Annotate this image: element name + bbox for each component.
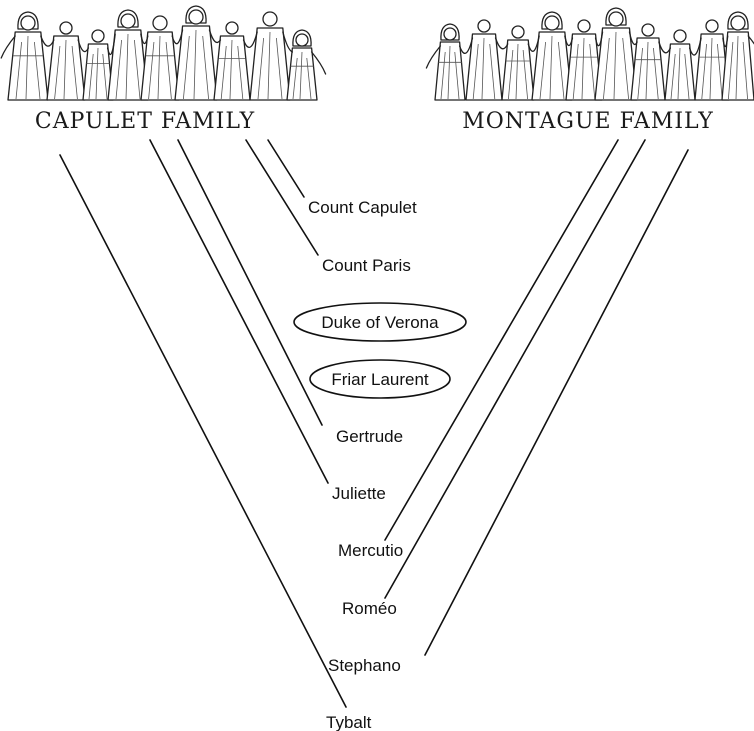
- capulet-linked-hands: [242, 31, 258, 48]
- character-gertrude: Gertrude: [336, 427, 403, 446]
- montague-family-illustration: [425, 7, 754, 101]
- capulet-figure: [249, 11, 291, 101]
- montague-outer-arm: [747, 35, 754, 45]
- capulet-figure: [7, 11, 49, 101]
- montague-figure: [531, 11, 573, 101]
- character-mercutio: Mercutio: [338, 541, 403, 560]
- montague-figure: [594, 7, 638, 101]
- capulet-linked-hands: [171, 29, 184, 45]
- connector-lines: [59, 139, 689, 708]
- montague-outer-arm: [425, 45, 442, 69]
- montague-linked-hands: [494, 37, 509, 50]
- character-count-paris: Count Paris: [322, 256, 411, 275]
- character-romeo: Roméo: [342, 599, 397, 618]
- character-list: Count Capulet Count Paris Duke of Verona…: [308, 198, 439, 731]
- capulet-outer-arm: [310, 51, 327, 75]
- montague-linked-hands: [722, 35, 729, 48]
- capulet-figure: [286, 29, 318, 101]
- montague-linked-hands: [564, 35, 574, 47]
- connector-montague-mercutio: [384, 139, 619, 541]
- montague-figure: [501, 25, 535, 101]
- duke-of-verona-oval: [293, 302, 467, 342]
- montague-linked-hands: [527, 35, 540, 52]
- capulet-family-title: CAPULET FAMILY: [35, 109, 255, 134]
- capulet-figure: [82, 29, 114, 101]
- capulet-figure: [46, 21, 86, 101]
- montague-linked-hands: [688, 37, 702, 56]
- capulet-linked-hands: [208, 29, 222, 44]
- capulet-family-illustration: [0, 5, 327, 101]
- montague-figure: [434, 23, 466, 101]
- character-tybalt: Tybalt: [326, 713, 372, 731]
- character-duke-of-verona: Duke of Verona: [321, 313, 439, 332]
- connector-capulet-tybalt: [59, 154, 347, 708]
- character-count-capulet: Count Capulet: [308, 198, 417, 217]
- connector-capulet-juliette: [149, 139, 329, 484]
- capulet-outer-arm: [0, 35, 16, 59]
- connector-capulet-count-paris: [245, 139, 319, 256]
- montague-family-title: MONTAGUE FAMILY: [462, 109, 714, 134]
- character-stephano: Stephano: [328, 656, 401, 675]
- connector-capulet-gertrude: [177, 139, 323, 426]
- capulet-linked-hands: [40, 35, 55, 47]
- character-friar-laurent: Friar Laurent: [331, 370, 429, 389]
- montague-figure: [465, 19, 503, 101]
- capulet-figure: [213, 21, 251, 101]
- connector-montague-romeo: [384, 139, 646, 599]
- montague-linked-hands: [658, 41, 672, 54]
- montague-figure: [664, 29, 696, 101]
- montague-linked-hands: [628, 31, 638, 46]
- connector-capulet-count-capulet: [267, 139, 305, 198]
- montague-figure: [630, 23, 666, 101]
- montague-figure: [721, 11, 754, 101]
- character-juliette: Juliette: [332, 484, 386, 503]
- montague-linked-hands: [458, 37, 474, 54]
- capulet-linked-hands: [282, 31, 294, 53]
- montague-figure: [565, 19, 603, 101]
- capulet-figure: [140, 15, 180, 101]
- capulet-linked-hands: [140, 33, 149, 45]
- connector-montague-stephano: [424, 149, 689, 656]
- montague-linked-hands: [594, 31, 604, 47]
- friar-laurent-oval: [309, 359, 451, 399]
- capulet-linked-hands: [77, 39, 90, 53]
- capulet-linked-hands: [106, 33, 116, 56]
- capulet-figure: [174, 5, 218, 101]
